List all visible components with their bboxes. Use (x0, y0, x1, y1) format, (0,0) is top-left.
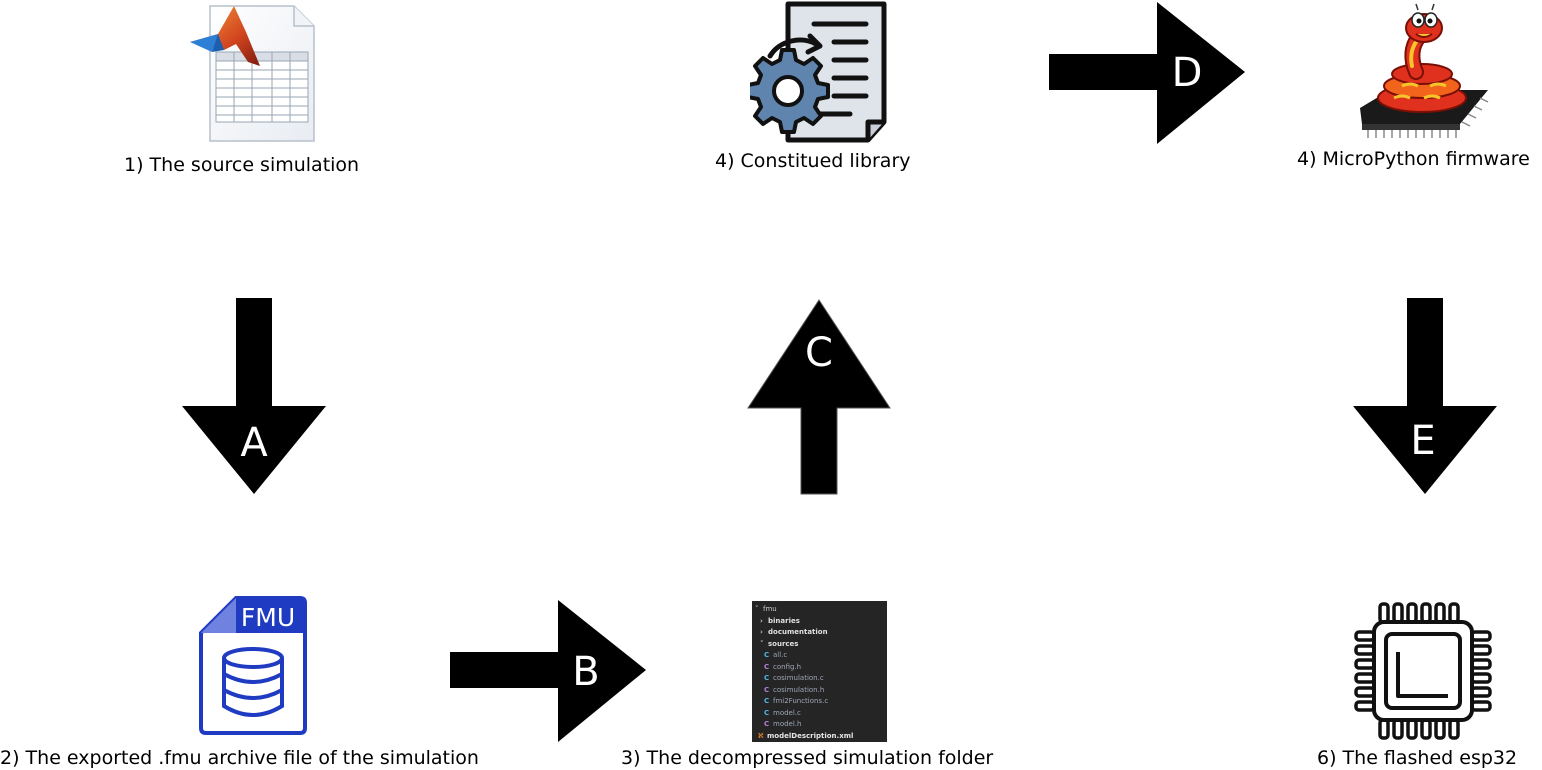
file-tree-root: ˅ fmu (754, 604, 887, 616)
c-file-icon: C (764, 674, 770, 682)
gear-document-icon (746, 1, 887, 143)
constituted-library-node (746, 0, 890, 145)
source-simulation-node (188, 4, 318, 144)
arrow-e-label: E (1410, 418, 1435, 464)
fmu-archive-node: FMU (198, 596, 308, 736)
rss-xml-icon: ℵ (758, 731, 764, 740)
source-simulation-caption: 1) The source simulation (124, 154, 360, 176)
fmu-badge: FMU (241, 603, 295, 632)
flashed-esp32-caption: 6) The flashed esp32 (1317, 747, 1518, 769)
file-label: model.h (773, 720, 802, 728)
file-label: fmi2Functions.c (773, 697, 829, 705)
file-label: model.c (773, 708, 801, 717)
arrow-a-down: A (182, 298, 326, 494)
h-file-icon: C (764, 662, 770, 671)
arrow-d-label: D (1172, 50, 1203, 96)
constituted-library-caption: 4) Constitued library (715, 150, 911, 172)
file-label: cosimulation.h (773, 685, 825, 694)
arrow-b-label: B (572, 649, 599, 695)
file-tree-folder: ˅ sources (754, 639, 887, 651)
file-tree-screenshot: ˅ fmu › binaries › documentation ˅ sources C… (752, 601, 887, 742)
arrow-b-right: B (450, 600, 646, 742)
file-label: config.h (773, 662, 802, 671)
chevron-right-icon: › (760, 616, 763, 625)
file-label: cosimulation.c (773, 674, 824, 682)
c-file-icon: C (764, 697, 770, 705)
fmu-database-file-icon: FMU (199, 596, 307, 735)
arrow-d-right: D (1049, 2, 1245, 144)
file-tree-root-label: fmu (763, 605, 777, 613)
c-file-icon: C (764, 651, 770, 659)
folder-label: binaries (768, 616, 800, 625)
file-tree-folder: › binaries (754, 616, 887, 628)
micropython-firmware-caption: 4) MicroPython firmware (1297, 148, 1530, 170)
c-file-icon: C (764, 708, 770, 717)
arrow-c-up: C (747, 299, 891, 495)
file-tree-folder: › documentation (754, 627, 887, 639)
arrow-c-label: C (805, 330, 833, 376)
arrow-e-down: E (1353, 298, 1497, 494)
folder-label: documentation (768, 628, 828, 636)
chevron-down-icon: ˅ (755, 605, 759, 613)
decompressed-folder-caption: 3) The decompressed simulation folder (621, 747, 994, 769)
arrow-a-label: A (240, 420, 268, 466)
micropython-firmware-node (1354, 2, 1494, 144)
micropython-snake-chip-icon (1360, 3, 1489, 138)
flashed-esp32-node (1354, 602, 1492, 740)
file-label: modelDescription.xml (767, 731, 854, 740)
matlab-spreadsheet-icon (190, 5, 315, 142)
file-label: all.c (773, 651, 788, 659)
h-file-icon: C (764, 685, 770, 694)
microchip-icon (1354, 602, 1492, 740)
fmu-archive-caption: 2) The exported .fmu archive file of the… (0, 747, 479, 769)
chevron-right-icon: › (760, 628, 763, 636)
chevron-down-icon: ˅ (760, 639, 764, 648)
h-file-icon: C (764, 720, 770, 728)
folder-label: sources (768, 639, 799, 648)
